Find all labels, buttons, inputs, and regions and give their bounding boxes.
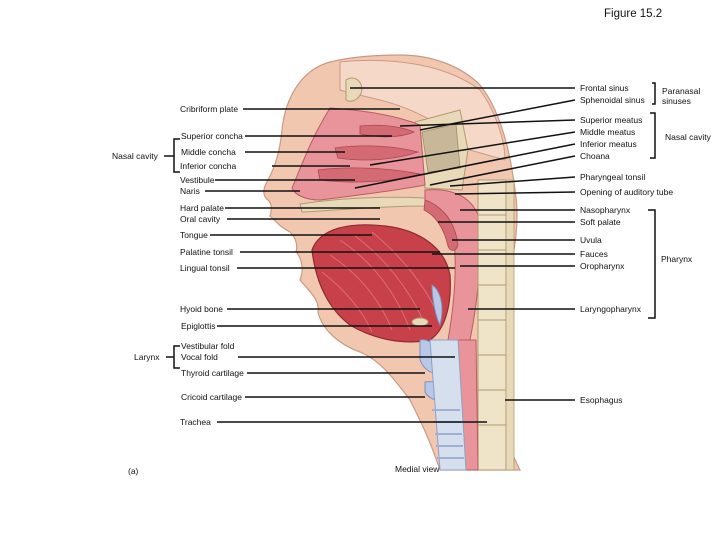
label-cricoid-cartilage: Cricoid cartilage xyxy=(181,392,242,402)
label-trachea: Trachea xyxy=(180,417,211,427)
tongue-shape xyxy=(311,224,451,343)
label-naris: Naris xyxy=(180,186,200,196)
group-nasal-cavity-left: Nasal cavity xyxy=(112,151,158,161)
label-superior-concha: Superior concha xyxy=(181,131,243,141)
vertebral-column xyxy=(477,179,515,471)
label-choana: Choana xyxy=(580,151,610,161)
soft-palate-shape xyxy=(423,199,459,251)
label-thyroid-cartilage: Thyroid cartilage xyxy=(181,368,244,378)
view-caption: Medial view xyxy=(395,464,440,474)
label-vocal-fold: Vocal fold xyxy=(181,352,218,362)
label-cribriform-plate: Cribriform plate xyxy=(180,104,239,114)
label-superior-meatus: Superior meatus xyxy=(580,115,643,125)
group-nasal-cavity-right: Nasal cavity xyxy=(665,132,711,142)
group-paranasal-sinuses: Paranasal sinuses xyxy=(662,86,701,106)
label-esophagus: Esophagus xyxy=(580,395,623,405)
label-palatine-tonsil: Palatine tonsil xyxy=(180,247,233,257)
label-laryngopharynx: Laryngopharynx xyxy=(580,304,641,314)
label-frontal-sinus: Frontal sinus xyxy=(580,83,629,93)
trachea-shape xyxy=(429,339,467,471)
label-oropharynx: Oropharynx xyxy=(580,261,625,271)
label-pharyngeal-tonsil: Pharyngeal tonsil xyxy=(580,172,646,182)
label-tongue: Tongue xyxy=(180,230,208,240)
label-oral-cavity: Oral cavity xyxy=(180,214,221,224)
label-hard-palate: Hard palate xyxy=(180,203,224,213)
label-lingual-tonsil: Lingual tonsil xyxy=(180,263,230,273)
label-vestibule: Vestibule xyxy=(180,175,215,185)
label-inferior-concha: Inferior concha xyxy=(180,161,237,171)
label-hyoid-bone: Hyoid bone xyxy=(180,304,224,314)
label-middle-meatus: Middle meatus xyxy=(580,127,636,137)
label-epiglottis: Epiglottis xyxy=(181,321,216,331)
middle-concha-shape xyxy=(334,145,420,161)
group-larynx: Larynx xyxy=(134,352,160,362)
label-uvula: Uvula xyxy=(580,235,602,245)
figure-title: Figure 15.2 xyxy=(604,8,663,20)
label-nasopharynx: Nasopharynx xyxy=(580,205,631,215)
sphenoidal-sinus-cavity xyxy=(421,123,461,173)
label-soft-palate: Soft palate xyxy=(580,217,621,227)
label-opening-auditory-tube: Opening of auditory tube xyxy=(580,187,674,197)
panel-letter: (a) xyxy=(128,466,139,476)
inferior-concha-shape xyxy=(317,167,422,183)
label-inferior-meatus: Inferior meatus xyxy=(580,139,637,149)
label-vestibular-fold: Vestibular fold xyxy=(181,341,235,351)
label-fauces: Fauces xyxy=(580,249,608,259)
epiglottis-shape xyxy=(431,284,443,327)
group-pharynx: Pharynx xyxy=(661,254,693,264)
leader-lines xyxy=(164,82,656,423)
label-sphenoidal-sinus: Sphenoidal sinus xyxy=(580,95,645,105)
label-middle-concha: Middle concha xyxy=(181,147,236,157)
hyoid-bone-shape xyxy=(411,317,429,327)
